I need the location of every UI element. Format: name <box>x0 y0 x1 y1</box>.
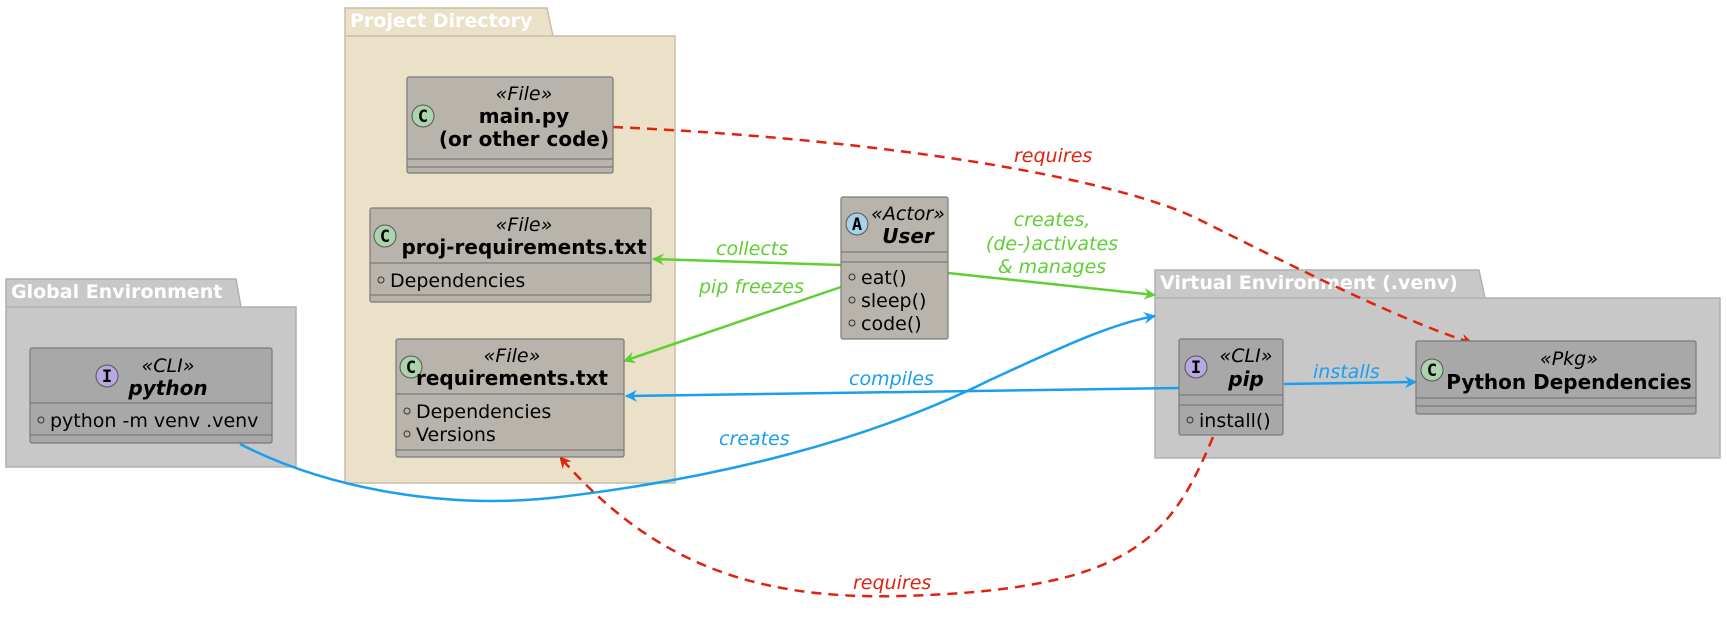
member: code() <box>861 313 922 335</box>
stereotype: «File» <box>496 83 553 105</box>
member-visibility-icon <box>377 276 385 284</box>
class-badge-letter: C <box>418 107 428 127</box>
stereotype: «Actor» <box>871 203 945 225</box>
class-badge-letter: C <box>380 227 390 247</box>
class-name: pip <box>1227 367 1264 391</box>
class-main-py[interactable]: C «File» main.py (or other code) <box>406 76 614 174</box>
edge-creates-manages <box>947 271 1156 300</box>
label-requires-top: requires <box>1014 145 1092 167</box>
member-visibility-icon <box>403 430 411 438</box>
class-badge-letter: C <box>406 358 416 378</box>
label-collects: collects <box>716 238 788 260</box>
package-title-project: Project Directory <box>350 10 533 32</box>
member-visibility-icon <box>37 416 45 424</box>
member: sleep() <box>861 290 926 312</box>
package-title-global: Global Environment <box>11 281 222 303</box>
edge-requires-pip-req <box>559 436 1215 598</box>
class-badge-icon <box>411 104 435 128</box>
class-name: requirements.txt <box>416 366 608 390</box>
stereotype: «CLI» <box>1220 345 1273 367</box>
interface-badge-letter: I <box>102 367 112 387</box>
class-requirements[interactable]: C «File» requirements.txt Dependencies V… <box>395 338 625 458</box>
label-creates-manages-2: (de-)activates <box>986 233 1118 255</box>
class-proj-requirements[interactable]: C «File» proj-requirements.txt Dependenc… <box>369 207 652 303</box>
class-badge-icon <box>399 355 423 379</box>
member-visibility-icon <box>848 319 856 327</box>
package-title-venv: Virtual Environment (.venv) <box>1160 272 1458 294</box>
member: eat() <box>861 267 907 289</box>
class-python-dependencies[interactable]: C «Pkg» Python Dependencies <box>1415 340 1697 415</box>
label-pip-freezes: pip freezes <box>698 276 804 298</box>
class-name-line1: main.py <box>479 104 569 128</box>
class-badge-letter: C <box>1427 361 1437 381</box>
edge-pip-freezes <box>623 285 842 364</box>
stereotype: «Pkg» <box>1540 348 1598 370</box>
class-name: proj-requirements.txt <box>401 235 647 259</box>
actor-badge-icon <box>845 212 869 236</box>
class-name-line2: (or other code) <box>439 127 609 151</box>
stereotype: «File» <box>496 214 553 236</box>
interface-badge-icon <box>95 364 119 388</box>
edge-requires-main-deps <box>612 125 1473 346</box>
member-visibility-icon <box>1186 416 1194 424</box>
class-user[interactable]: A «Actor» User eat() sleep() code() <box>840 196 949 340</box>
member-visibility-icon <box>848 296 856 304</box>
member-visibility-icon <box>403 407 411 415</box>
class-name: User <box>882 224 935 248</box>
label-creates-manages-3: & manages <box>998 256 1106 278</box>
member: Versions <box>416 424 496 446</box>
edge-compiles <box>625 386 1180 402</box>
class-badge-icon <box>373 224 397 248</box>
label-requires-bottom: requires <box>853 572 931 594</box>
label-creates-manages-1: creates, <box>1014 209 1091 231</box>
edge-collects <box>652 253 842 267</box>
class-name: Python Dependencies <box>1446 370 1691 394</box>
interface-badge-icon <box>1184 355 1208 379</box>
actor-badge-letter: A <box>852 215 862 235</box>
member: Dependencies <box>390 270 525 292</box>
label-creates: creates <box>719 428 790 450</box>
edge-creates-python-venv <box>239 312 1156 503</box>
member-visibility-icon <box>848 273 856 281</box>
edge-installs <box>1283 376 1417 389</box>
class-badge-icon <box>1420 358 1444 382</box>
class-python[interactable]: I «CLI» python python -m venv .venv <box>29 347 273 444</box>
stereotype: «CLI» <box>142 355 195 377</box>
interface-badge-letter: I <box>1191 358 1201 378</box>
class-name: python <box>127 376 207 400</box>
member: install() <box>1199 410 1271 432</box>
stereotype: «File» <box>484 345 541 367</box>
label-installs: installs <box>1313 361 1380 383</box>
class-pip[interactable]: I «CLI» pip install() <box>1178 338 1284 436</box>
label-compiles: compiles <box>849 368 934 390</box>
member: Dependencies <box>416 401 551 423</box>
member: python -m venv .venv <box>50 410 258 432</box>
